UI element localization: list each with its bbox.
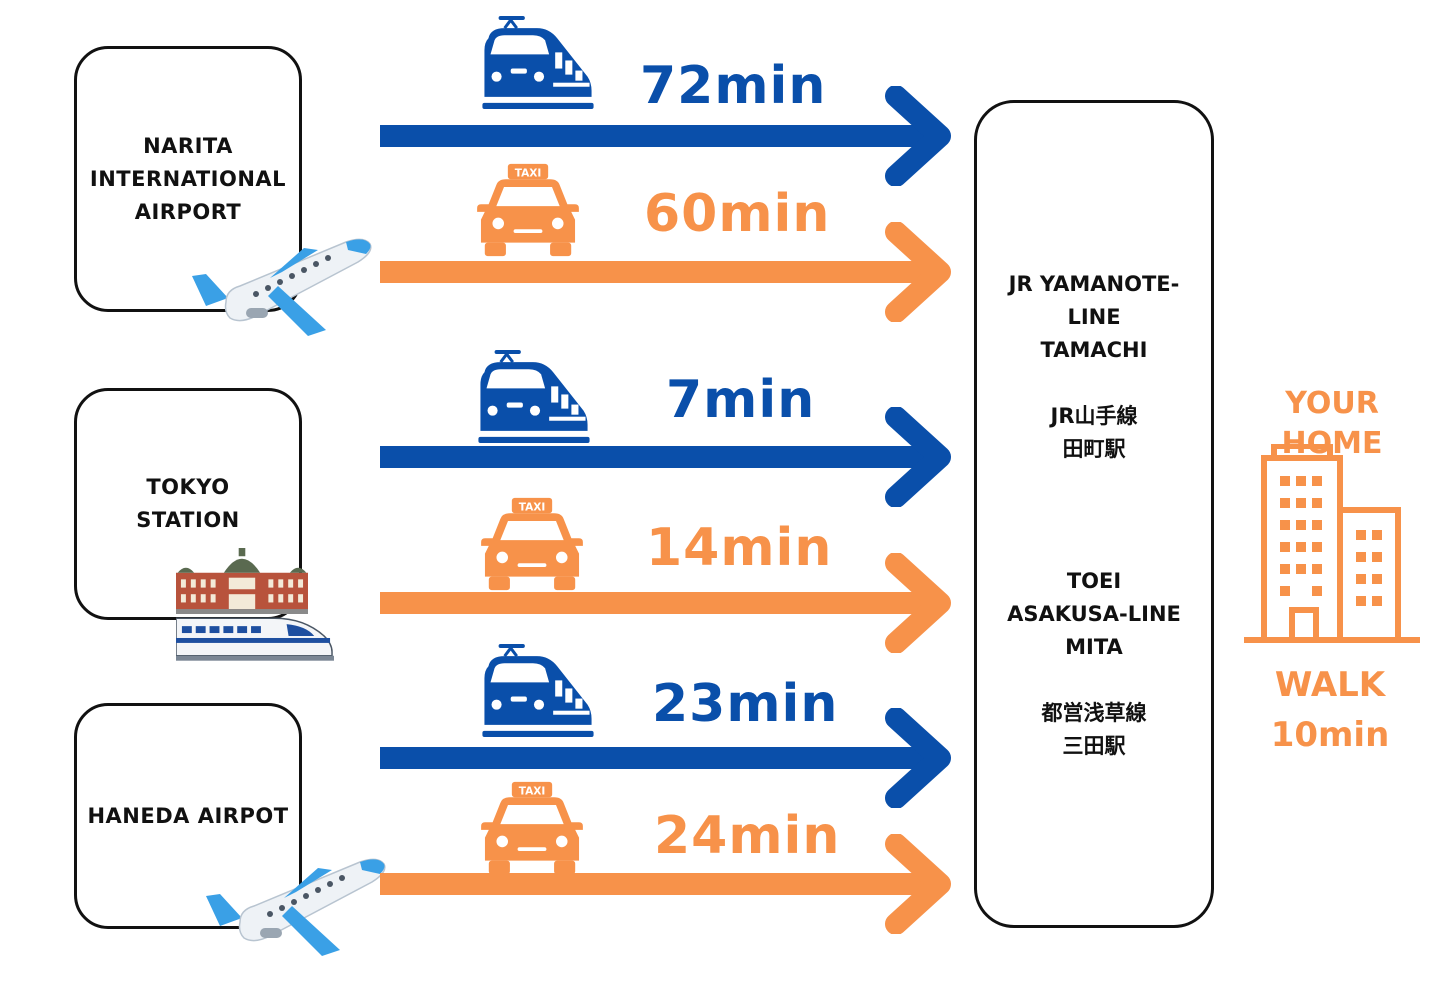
route-time-narita-train: 72min: [640, 56, 827, 116]
route-time-haneda-train: 23min: [652, 674, 839, 734]
route-arrow-blue: [380, 708, 951, 808]
shinkansen-icon: [176, 612, 334, 662]
route-arrow-orange: [380, 834, 951, 934]
route-time-haneda-taxi: 24min: [654, 806, 841, 866]
route-time-tokyo-train: 7min: [666, 370, 816, 430]
route-arrow-blue: [380, 86, 951, 186]
origin-tokyo-station-label: TOKYO STATION: [136, 475, 240, 532]
destination-box: JR YAMANOTE- LINE TAMACHI JR山手線 田町駅 TOEI…: [974, 100, 1214, 928]
destination-toei-asakusa-jp: 都営浅草線 三田駅: [1041, 701, 1147, 758]
origin-narita-label: NARITA INTERNATIONAL AIRPORT: [89, 133, 287, 224]
walk-time: 10min: [1270, 715, 1390, 755]
route-arrow-orange: [380, 553, 951, 653]
airplane-icon: [186, 228, 376, 338]
destination-jr-yamanote-en: JR YAMANOTE- LINE TAMACHI: [1008, 272, 1180, 362]
building-icon: [1244, 444, 1420, 643]
origin-haneda-label: HANEDA AIRPOT: [87, 803, 289, 828]
route-arrow-blue: [380, 407, 951, 507]
station-building-icon: [176, 546, 308, 616]
route-arrow-orange: [380, 222, 951, 322]
route-time-narita-taxi: 60min: [644, 184, 831, 244]
origin-haneda-box: HANEDA AIRPOT: [74, 703, 302, 929]
airplane-icon: [200, 848, 390, 958]
route-time-tokyo-taxi: 14min: [646, 518, 833, 578]
walk-label: WALK: [1274, 665, 1386, 705]
destination-toei-asakusa-en: TOEI ASAKUSA-LINE MITA: [1007, 569, 1181, 659]
origin-narita-box: NARITA INTERNATIONAL AIRPORT: [74, 46, 302, 312]
destination-jr-yamanote-jp: JR山手線 田町駅: [1050, 404, 1138, 461]
